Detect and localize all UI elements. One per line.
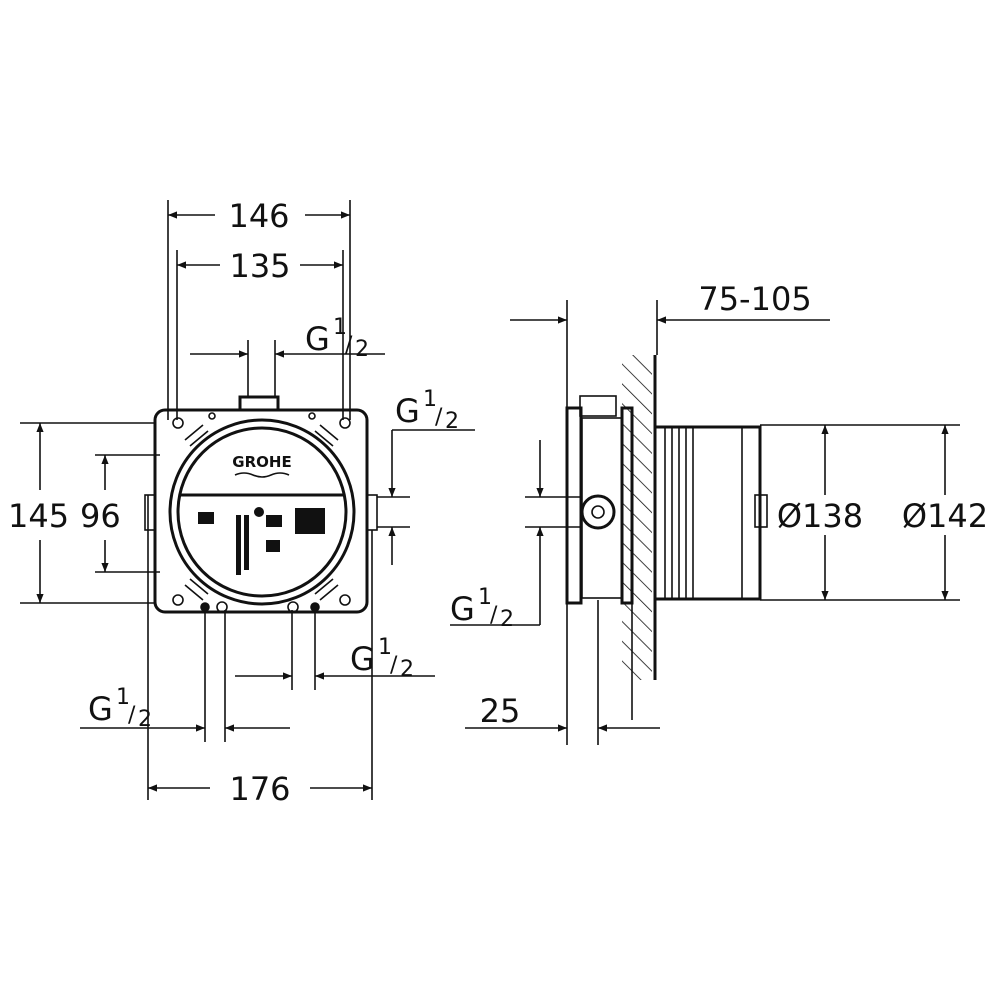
- top-outlet-nub: [238, 395, 280, 412]
- side-plate: [565, 406, 583, 605]
- svg-text:1: 1: [423, 387, 437, 412]
- dim-height-inner: 96: [80, 497, 121, 535]
- body-ring-outer: [168, 418, 356, 606]
- svg-text:G: G: [395, 392, 420, 430]
- svg-text:G: G: [305, 320, 330, 358]
- svg-text:2: 2: [400, 657, 414, 682]
- svg-text:G: G: [450, 590, 475, 628]
- svg-text:1: 1: [116, 685, 130, 710]
- cylinder-ribs: [664, 427, 743, 599]
- dim-diameter-outer: Ø142: [902, 497, 988, 535]
- svg-text:G: G: [350, 640, 375, 678]
- function-labels-icon: [198, 507, 325, 575]
- svg-text:1: 1: [378, 635, 392, 660]
- svg-text:1: 1: [478, 585, 492, 610]
- side-flange: [620, 406, 634, 605]
- dim-height-outer: 145: [8, 497, 69, 535]
- svg-text:/: /: [390, 653, 398, 678]
- svg-text:2: 2: [138, 707, 152, 732]
- svg-text:2: 2: [445, 409, 459, 434]
- svg-text:2: 2: [500, 607, 514, 632]
- logo-wave: [234, 472, 290, 478]
- dim-diameter-inner: Ø138: [777, 497, 863, 535]
- dimension-lines: [20, 200, 475, 800]
- cylinder-knob: [754, 494, 768, 528]
- mounting-holes-icon: [172, 412, 351, 613]
- svg-text:/: /: [128, 703, 136, 728]
- wall-hatch: [622, 355, 652, 680]
- svg-text:/: /: [435, 405, 443, 430]
- dim-depth-range: 75-105: [698, 280, 811, 318]
- left-outlet-nub: [144, 494, 156, 531]
- body-ring-inner: [176, 426, 348, 598]
- dim-width-outer: 146: [228, 197, 289, 235]
- svg-text:/: /: [490, 603, 498, 628]
- dim-width-inner: 135: [229, 247, 290, 285]
- cylinder-body: [653, 425, 762, 601]
- svg-text:/: /: [345, 333, 353, 358]
- side-dimension-lines: [450, 300, 960, 745]
- svg-text:G: G: [88, 690, 113, 728]
- grohe-logo: GROHE: [232, 453, 291, 471]
- svg-text:1: 1: [333, 315, 347, 340]
- svg-text:2: 2: [355, 337, 369, 362]
- dim-plate: 25: [480, 692, 521, 730]
- side-top-nub: [579, 395, 617, 417]
- dim-width-total: 176: [229, 770, 290, 808]
- side-outlet: [580, 494, 616, 530]
